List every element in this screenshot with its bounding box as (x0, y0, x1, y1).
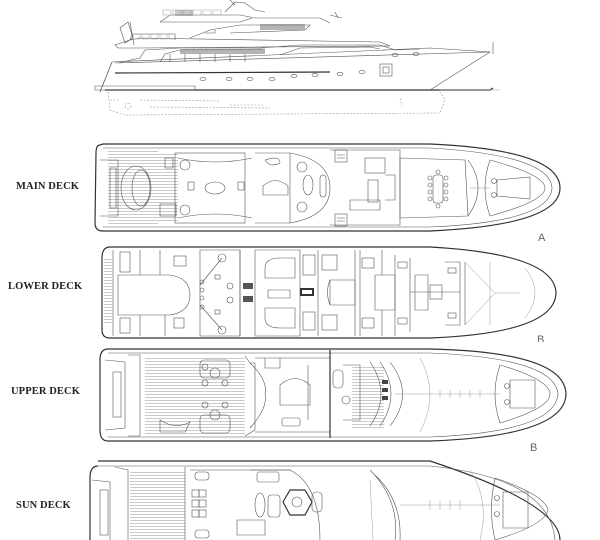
deck-label-upper: UPPER DECK (11, 386, 80, 397)
deck-label-main: MAIN DECK (16, 181, 80, 192)
sun-deck-plan (89, 460, 561, 540)
side-profile (94, 0, 500, 116)
deck-label-sun: SUN DECK (16, 500, 71, 511)
lower-deck-plan (101, 246, 557, 339)
deck-label-lower: LOWER DECK (8, 281, 83, 292)
view-letter-upper: B (530, 442, 538, 454)
view-letter-lower: B (537, 334, 545, 342)
view-letter-main: A (538, 232, 546, 244)
upper-deck-plan (99, 348, 567, 442)
main-deck-plan (94, 143, 561, 232)
